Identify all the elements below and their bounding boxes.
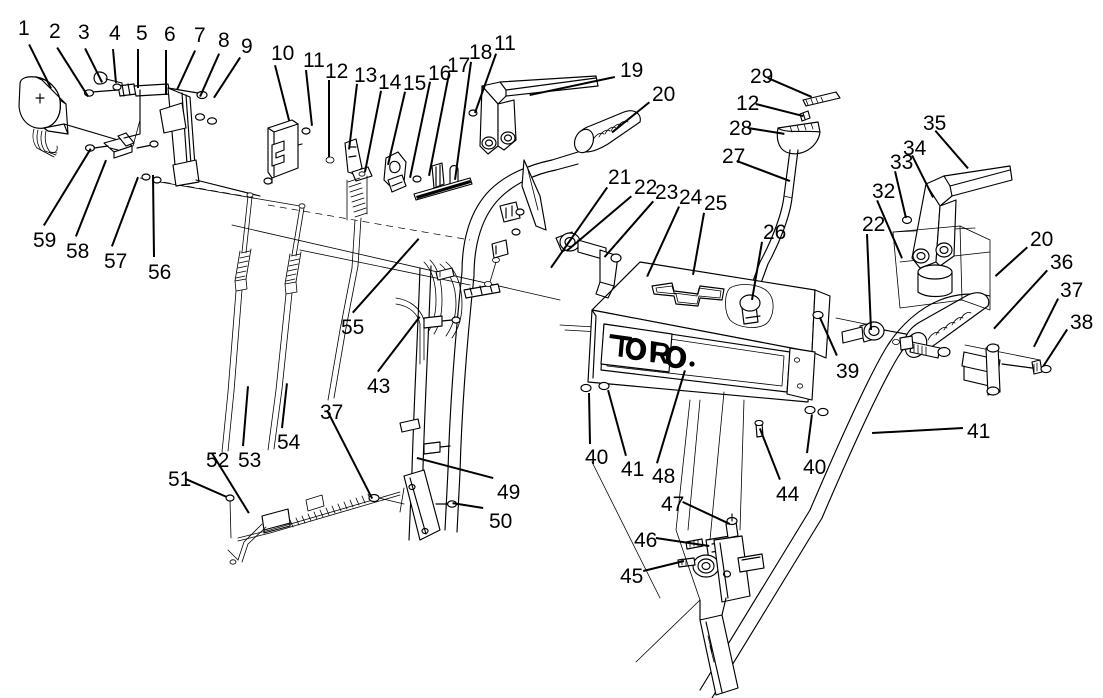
callout-number-10: 10 xyxy=(271,42,295,65)
callout-number-9: 9 xyxy=(241,35,253,58)
part-clamp-lever-14 xyxy=(383,151,459,193)
callout-number-8: 8 xyxy=(218,29,230,52)
callout-number-11: 11 xyxy=(303,49,325,72)
part-shift-knob-assembly xyxy=(776,91,841,155)
part-control-console xyxy=(587,261,831,403)
callout-number-47: 47 xyxy=(661,493,685,516)
callout-number-25: 25 xyxy=(704,192,728,215)
callout-number-12: 12 xyxy=(325,60,349,83)
callout-number-48: 48 xyxy=(652,465,676,488)
callout-leader-12 xyxy=(328,80,330,157)
callout-number-6: 6 xyxy=(164,23,176,46)
part-electric-motor xyxy=(18,76,69,158)
callout-number-16: 16 xyxy=(428,62,452,85)
callout-number-17: 17 xyxy=(447,54,471,77)
callout-number-7: 7 xyxy=(194,24,206,47)
part-bracket-36 xyxy=(892,335,1052,396)
callout-number-56: 56 xyxy=(148,261,172,284)
part-lever-spring-13 xyxy=(325,138,373,401)
callout-number-18: 18 xyxy=(469,41,493,64)
callout-number-40: 40 xyxy=(585,446,609,469)
callout-number-35: 35 xyxy=(923,112,947,135)
callout-number-5: 5 xyxy=(136,22,148,45)
callout-number-52: 52 xyxy=(206,449,230,472)
callout-number-41: 41 xyxy=(621,458,645,481)
callout-number-58: 58 xyxy=(66,240,90,263)
part-right-lever-34 xyxy=(892,165,1013,311)
callout-number-11: 11 xyxy=(494,32,516,55)
callout-number-2: 2 xyxy=(49,20,61,43)
callout-number-23: 23 xyxy=(655,181,679,204)
callout-number-50: 50 xyxy=(489,510,513,533)
toro-logo xyxy=(609,334,695,369)
callout-number-46: 46 xyxy=(634,529,658,552)
callout-number-26: 26 xyxy=(763,221,787,244)
callout-number-37: 37 xyxy=(320,401,344,424)
callout-number-53: 53 xyxy=(238,449,262,472)
callout-number-15: 15 xyxy=(403,72,427,95)
callout-number-33: 33 xyxy=(890,151,914,174)
callout-number-39: 39 xyxy=(836,360,860,383)
part-sheet-bracket xyxy=(263,119,311,185)
part-cable-assembly-54 xyxy=(267,203,306,451)
callout-number-43: 43 xyxy=(367,375,391,398)
callout-number-49: 49 xyxy=(497,481,521,504)
callout-number-57: 57 xyxy=(104,250,128,273)
callout-number-28: 28 xyxy=(729,117,753,140)
misc-small-parts xyxy=(435,159,547,281)
callout-number-55: 55 xyxy=(341,316,365,339)
callout-number-20: 20 xyxy=(652,83,676,106)
part-cable-assembly-53 xyxy=(221,192,254,453)
callout-number-51: 51 xyxy=(168,468,192,491)
part-vertical-link-bar xyxy=(141,87,261,197)
part-wire-harness-51 xyxy=(225,491,405,565)
callout-number-4: 4 xyxy=(109,22,121,45)
callout-number-27: 27 xyxy=(722,145,746,168)
part-trim-bar xyxy=(413,177,473,201)
callout-number-14: 14 xyxy=(378,71,402,94)
part-switch-assembly xyxy=(591,391,765,696)
callout-number-41: 41 xyxy=(967,420,991,443)
callout-number-3: 3 xyxy=(78,21,90,44)
callout-number-20: 20 xyxy=(1030,228,1054,251)
callout-number-45: 45 xyxy=(620,565,644,588)
callout-number-12: 12 xyxy=(736,92,760,115)
part-latch-21 xyxy=(463,201,622,299)
callout-leader-5 xyxy=(137,49,139,88)
callout-number-13: 13 xyxy=(354,64,378,87)
callout-number-19: 19 xyxy=(620,59,644,82)
part-handle-lower-end-49 xyxy=(399,418,458,541)
callout-number-54: 54 xyxy=(277,431,301,454)
callout-number-22: 22 xyxy=(862,213,886,236)
callout-number-32: 32 xyxy=(872,180,896,203)
callout-number-59: 59 xyxy=(33,229,57,252)
callout-number-40: 40 xyxy=(803,456,827,479)
callout-number-36: 36 xyxy=(1050,251,1074,274)
part-cable-clamp-43 xyxy=(423,315,461,455)
callout-number-1: 1 xyxy=(18,17,30,40)
callout-number-21: 21 xyxy=(608,166,632,189)
callout-leader-6 xyxy=(165,50,167,95)
callout-number-29: 29 xyxy=(750,65,774,88)
fasteners-39-40-41 xyxy=(580,310,829,438)
callout-number-22: 22 xyxy=(634,176,658,199)
callout-number-44: 44 xyxy=(776,483,800,506)
callout-number-24: 24 xyxy=(679,186,703,209)
part-upper-handle-lever-19 xyxy=(468,75,599,155)
part-bracket-linkage xyxy=(63,71,208,159)
callout-number-34: 34 xyxy=(903,137,927,160)
callout-number-37: 37 xyxy=(1060,279,1084,302)
callout-number-38: 38 xyxy=(1070,311,1094,334)
reference-lines xyxy=(139,177,1041,361)
